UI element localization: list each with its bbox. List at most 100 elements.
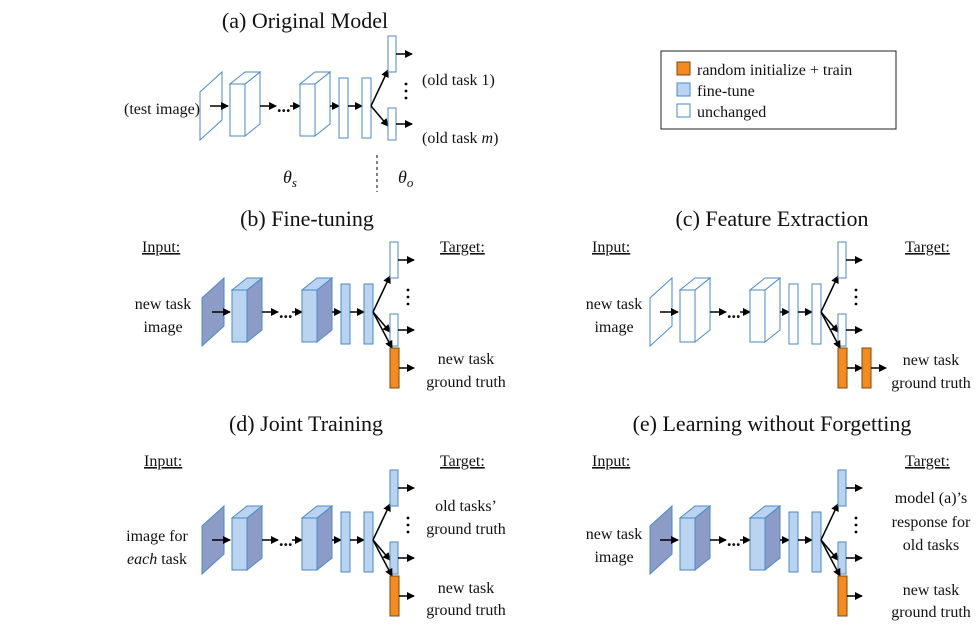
fc-layer-2 — [811, 283, 822, 345]
legend-label-unchanged: unchanged — [697, 104, 766, 121]
fc-layer-new1 — [837, 575, 848, 617]
fc-layer-2 — [811, 511, 822, 573]
conv-front-1 — [679, 289, 696, 343]
panel-a-title: (a) Original Model — [222, 8, 388, 33]
panel-e-target-old-line2: response for — [892, 514, 971, 531]
fc-layer-1 — [338, 77, 349, 139]
arrow-branch-top — [820, 275, 839, 313]
conv-front-2 — [301, 289, 318, 343]
legend-label-new: random initialize + train — [697, 62, 852, 79]
panel-a-input-label: (test image) — [124, 101, 200, 118]
theta-o-label: θo — [398, 167, 414, 190]
fc-layer-2 — [363, 283, 374, 345]
arrow-branch-mid — [820, 311, 839, 333]
panel-d-target-old-line2: ground truth — [426, 521, 506, 538]
fc-layer-oldm — [837, 541, 847, 575]
fc-layer-old1 — [389, 469, 399, 507]
fc-layer-new1 — [389, 575, 400, 617]
legend-swatch-new — [676, 61, 691, 76]
panel-a-output-m: (old task m) — [422, 130, 498, 147]
fc-layer-oldm — [389, 313, 399, 347]
fc-layer-new2 — [861, 347, 872, 389]
panel-e-target-new-line2: ground truth — [891, 604, 971, 621]
conv-front-1 — [231, 289, 248, 343]
network-d: ... — [201, 469, 415, 617]
legend-label-finetune: fine-tune — [697, 83, 755, 100]
ellipsis-v-1 — [404, 89, 408, 93]
ellipsis-v-0 — [404, 82, 408, 86]
panel-b-target-line2: ground truth — [426, 374, 506, 391]
panel-e-title: (e) Learning without Forgetting — [633, 411, 912, 436]
panel-e-input-line2: image — [594, 549, 633, 566]
arrow-branch-mid — [372, 311, 391, 333]
arrow-branch-mid — [372, 539, 391, 561]
conv-front-2 — [749, 289, 766, 343]
panel-c-input-header: Input: — [592, 239, 630, 256]
ellipsis-h: ... — [279, 302, 293, 322]
network-e: ... — [649, 469, 863, 617]
panel-e-input-line1: new task — [586, 526, 642, 543]
network-c: ... — [649, 241, 887, 389]
conv-front-2 — [299, 83, 316, 137]
arrow-branch-mid — [370, 105, 389, 127]
ellipsis-v-2 — [854, 530, 858, 534]
fc-layer-oldm — [837, 313, 847, 347]
ellipsis-h: ... — [277, 96, 291, 116]
fc-layer-new1 — [837, 347, 848, 389]
ellipsis-v-1 — [854, 295, 858, 299]
ellipsis-v-1 — [854, 523, 858, 527]
fc-layer-old1 — [837, 241, 847, 279]
ellipsis-v-0 — [854, 288, 858, 292]
panel-e-target-old-line3: old tasks — [903, 537, 959, 554]
panel-d-input-header: Input: — [144, 453, 182, 470]
ellipsis-v-1 — [406, 295, 410, 299]
legend-swatch-unchanged — [676, 103, 691, 118]
fc-layer-1 — [340, 283, 351, 345]
panel-e-target-new-line1: new task — [903, 582, 959, 599]
arrow-branch-new — [372, 311, 393, 349]
arrow-branch-new — [820, 539, 841, 577]
ellipsis-v-0 — [406, 516, 410, 520]
panel-c-target-header: Target: — [905, 239, 950, 256]
arrow-branch-new — [820, 311, 841, 349]
ellipsis-v-2 — [406, 530, 410, 534]
panel-d-target-header: Target: — [440, 453, 485, 470]
conv-front-1 — [679, 517, 696, 571]
panel-d-target-new-line2: ground truth — [426, 602, 506, 619]
panel-c-title: (c) Feature Extraction — [675, 206, 868, 231]
conv-front-2 — [749, 517, 766, 571]
arrow-branch-new — [372, 539, 393, 577]
panel-d-target-new-line1: new task — [438, 580, 494, 597]
arrow-branch-top — [372, 275, 391, 313]
fc-layer-old1 — [389, 241, 399, 279]
panel-a-output-1: (old task 1) — [422, 72, 495, 89]
network-b: ... — [201, 241, 415, 389]
panel-b-target-line1: new task — [438, 351, 494, 368]
ellipsis-v-2 — [404, 96, 408, 100]
fc-layer-1 — [340, 511, 351, 573]
network-a: ... — [199, 35, 413, 142]
fc-layer-old1 — [387, 35, 397, 73]
ellipsis-h: ... — [727, 530, 741, 550]
conv-front-1 — [231, 517, 248, 571]
panel-d-input-line2: each task — [127, 551, 187, 568]
panel-e-target-header: Target: — [905, 453, 950, 470]
panel-e-target-old-line1: model (a)’s — [895, 490, 967, 507]
fc-layer-oldm — [389, 541, 399, 575]
panel-c-target-line1: new task — [903, 352, 959, 369]
arrow-branch-top — [372, 503, 391, 541]
panel-c-input-line2: image — [594, 319, 633, 336]
panel-b-input-line2: image — [143, 319, 182, 336]
ellipsis-v-0 — [854, 516, 858, 520]
conv-front-1 — [229, 83, 246, 137]
arrow-branch-mid — [820, 539, 839, 561]
fc-layer-1 — [788, 283, 799, 345]
panel-d-title: (d) Joint Training — [229, 411, 383, 436]
fc-layer-2 — [363, 511, 374, 573]
arrow-branch-top — [820, 503, 839, 541]
ellipsis-v-1 — [406, 523, 410, 527]
fc-layer-2 — [361, 77, 372, 139]
panel-b-input-line1: new task — [135, 296, 191, 313]
fc-layer-1 — [788, 511, 799, 573]
fc-layer-new1 — [389, 347, 400, 389]
